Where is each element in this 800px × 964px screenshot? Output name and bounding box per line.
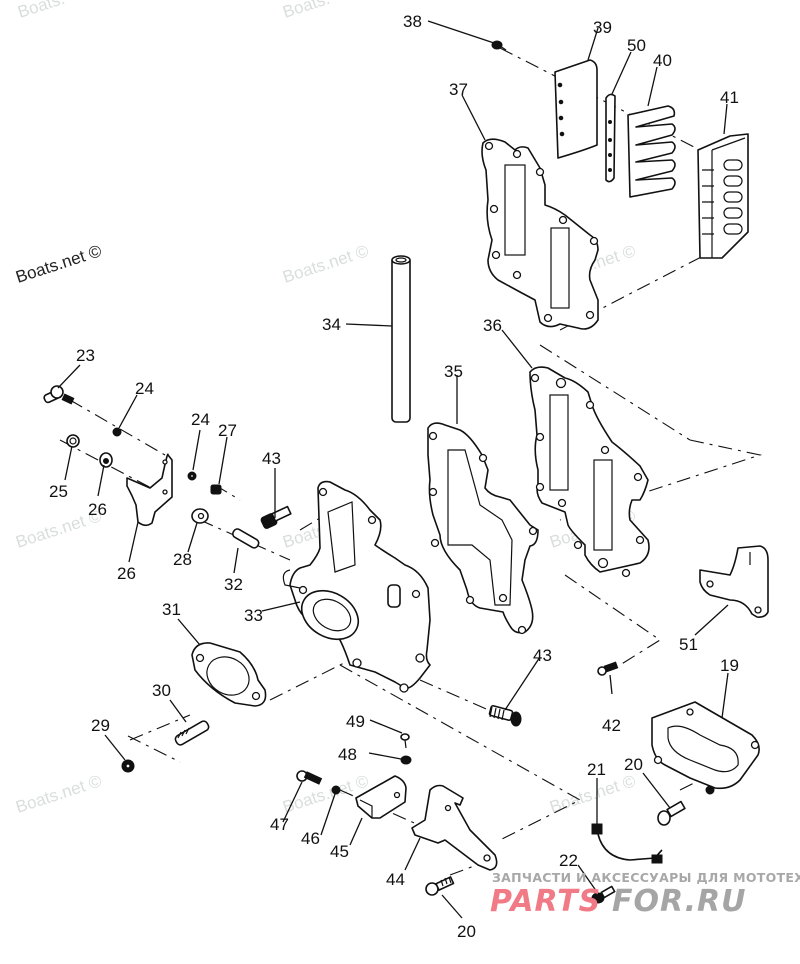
partsfor-watermark: ЗАПЧАСТИ И АКСЕССУАРЫ ДЛЯ МОТОТЕХНИКИ PA… — [490, 870, 800, 919]
part-33-manifold[interactable] — [282, 480, 431, 693]
part-21-clamp[interactable] — [591, 823, 663, 864]
callout-28[interactable]: 26 — [117, 564, 136, 583]
callout-51[interactable]: 51 — [679, 635, 698, 654]
part-22-screw[interactable] — [591, 885, 616, 904]
callout-49[interactable]: 49 — [346, 712, 365, 731]
callout-20-a[interactable]: 20 — [624, 755, 643, 774]
callout-46[interactable]: 46 — [301, 829, 320, 848]
part-38-screw[interactable] — [491, 40, 507, 51]
part-28-bracket[interactable] — [126, 453, 173, 527]
callout-26-b[interactable]: 28 — [173, 550, 192, 569]
part-30-spacer[interactable] — [174, 720, 210, 747]
callouts: 38 39 50 40 41 37 34 36 35 23 24 24 27 4… — [49, 12, 739, 941]
part-31-gasket[interactable] — [191, 642, 267, 707]
part-23-fitting[interactable] — [43, 385, 75, 405]
callout-26-a[interactable]: 26 — [88, 500, 107, 519]
callout-32[interactable]: 32 — [224, 575, 243, 594]
callout-23[interactable]: 23 — [76, 346, 95, 365]
part-19-mount[interactable] — [651, 701, 760, 795]
part-25-nut[interactable] — [66, 434, 80, 448]
callout-24-a[interactable]: 24 — [135, 379, 154, 398]
callout-38[interactable]: 38 — [403, 12, 422, 31]
part-51-plate[interactable] — [699, 545, 769, 618]
callout-27[interactable]: 27 — [218, 421, 237, 440]
part-39-reed-stop[interactable] — [554, 59, 598, 159]
watermark-boats-center-low: Boats.net © — [280, 771, 371, 817]
callout-44[interactable]: 44 — [386, 870, 405, 889]
part-43-bolt-b[interactable] — [488, 704, 522, 727]
part-26-washer-a[interactable] — [99, 452, 113, 468]
part-43-bolt-a[interactable] — [260, 505, 292, 530]
part-40-reed-petals[interactable] — [627, 105, 676, 198]
callout-19[interactable]: 19 — [720, 656, 739, 675]
watermark-boats-top-left: Boats. — [15, 0, 67, 22]
part-27-nipple[interactable] — [210, 484, 222, 495]
part-42-screw[interactable] — [597, 661, 619, 676]
callout-30[interactable]: 30 — [152, 681, 171, 700]
part-37-gasket[interactable] — [481, 138, 599, 330]
callout-41[interactable]: 41 — [720, 88, 739, 107]
part-48-washer[interactable] — [400, 755, 412, 765]
part-20-bolt-a[interactable] — [657, 800, 686, 826]
callout-36[interactable]: 36 — [483, 316, 502, 335]
callout-24-b[interactable]: 24 — [191, 410, 210, 429]
part-32-pin[interactable] — [231, 528, 260, 550]
watermark-boats-top-mid: Boats. — [280, 0, 332, 22]
callout-42[interactable]: 42 — [602, 716, 621, 735]
part-50-reed-strip[interactable] — [605, 93, 616, 183]
callout-43-b[interactable]: 43 — [533, 646, 552, 665]
callout-50[interactable]: 50 — [627, 36, 646, 55]
part-24-nut-b[interactable] — [187, 471, 197, 481]
callout-40[interactable]: 40 — [653, 51, 672, 70]
part-44-lever[interactable] — [411, 784, 498, 871]
watermark-boats-mid: Boats.net © — [280, 241, 371, 287]
callout-22[interactable]: 22 — [559, 851, 578, 870]
partsfor-brand-parts: PARTS — [490, 884, 601, 919]
partsfor-brand-for-ru: FOR.RU — [612, 884, 747, 919]
callout-39[interactable]: 39 — [593, 18, 612, 37]
callout-31[interactable]: 31 — [162, 600, 181, 619]
callout-20-b[interactable]: 20 — [457, 922, 476, 941]
part-34-tube[interactable] — [391, 255, 411, 423]
callout-25[interactable]: 25 — [49, 482, 68, 501]
callout-48[interactable]: 48 — [338, 745, 357, 764]
callout-21[interactable]: 21 — [587, 760, 606, 779]
callout-29[interactable]: 29 — [91, 716, 110, 735]
callout-47[interactable]: 47 — [270, 815, 289, 834]
part-41-reed-block[interactable] — [697, 133, 749, 259]
callout-34[interactable]: 34 — [322, 315, 341, 334]
callout-45[interactable]: 45 — [330, 842, 349, 861]
leader-lines — [57, 20, 729, 919]
part-26-washer-b[interactable] — [191, 508, 209, 524]
part-35-gasket[interactable] — [427, 422, 539, 635]
part-45-bracket[interactable] — [355, 775, 407, 819]
part-20-bolt-b[interactable] — [425, 876, 455, 896]
callout-37[interactable]: 37 — [449, 80, 468, 99]
callout-33[interactable]: 33 — [244, 606, 263, 625]
partsfor-tagline: ЗАПЧАСТИ И АКСЕССУАРЫ ДЛЯ МОТОТЕХНИКИ — [492, 870, 800, 885]
watermark-boats-left: Boats.net © — [13, 241, 104, 287]
part-29-nut[interactable] — [121, 759, 135, 773]
part-36-gasket[interactable] — [529, 366, 650, 578]
part-24-nut-a[interactable] — [112, 427, 122, 437]
part-47-bolt[interactable] — [296, 770, 323, 785]
callout-43-a[interactable]: 43 — [262, 449, 281, 468]
watermark-boats-left-low: Boats.net © — [13, 771, 104, 817]
callout-35[interactable]: 35 — [444, 362, 463, 381]
part-49-screw[interactable] — [400, 733, 410, 749]
part-46-nut[interactable] — [331, 785, 341, 795]
